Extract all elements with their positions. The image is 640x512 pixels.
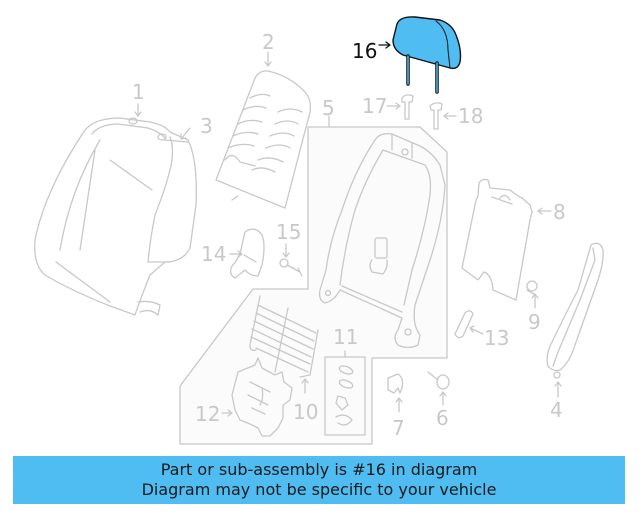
part-18-headrest-guide[interactable] [429,102,443,130]
part-10-lumbar-support[interactable] [249,295,319,378]
info-banner: Part or sub-assembly is #16 in diagram D… [13,456,625,504]
callout-10[interactable]: 10 [293,400,319,424]
part-1-seat-back-cover[interactable] [34,117,197,316]
part-5-frame-assembly-box [179,115,448,445]
part-15-screw[interactable] [279,258,303,277]
callout-15[interactable]: 15 [276,220,302,244]
callout-1[interactable]: 1 [132,80,145,104]
callout-16-highlighted[interactable]: 16 [352,39,378,63]
callout-18[interactable]: 18 [458,104,484,128]
callout-11[interactable]: 11 [333,325,359,349]
banner-line-part-number: Part or sub-assembly is #16 in diagram [160,460,478,479]
callout-5[interactable]: 5 [322,96,335,120]
part-17-headrest-guide[interactable] [401,94,414,120]
callout-9[interactable]: 9 [528,310,541,334]
callout-17[interactable]: 17 [362,94,388,118]
part-5-seat-back-frame[interactable] [318,132,446,349]
callout-2[interactable]: 2 [262,30,275,54]
callout-8[interactable]: 8 [553,200,566,224]
part-14-recliner-cover[interactable] [229,228,265,279]
part-16-headrest[interactable] [392,16,462,94]
part-12-lumbar-bracket[interactable] [231,357,293,437]
part-2-seat-back-pad[interactable] [215,70,312,209]
part-7-clip[interactable] [387,373,404,394]
part-9-grommet[interactable] [526,280,538,295]
part-6-bolt[interactable] [427,371,450,390]
callout-12[interactable]: 12 [195,402,221,426]
part-11-hardware-kit[interactable] [324,350,366,436]
callout-6[interactable]: 6 [436,406,449,430]
part-13-guide[interactable] [454,310,474,339]
callout-13[interactable]: 13 [484,326,510,350]
callout-14[interactable]: 14 [201,242,227,266]
callout-3[interactable]: 3 [200,114,213,138]
part-8-back-panel[interactable] [461,178,533,301]
banner-line-disclaimer: Diagram may not be specific to your vehi… [141,480,497,499]
callout-7[interactable]: 7 [392,416,405,440]
part-4-side-airbag[interactable] [546,242,604,379]
callout-4[interactable]: 4 [550,398,563,422]
